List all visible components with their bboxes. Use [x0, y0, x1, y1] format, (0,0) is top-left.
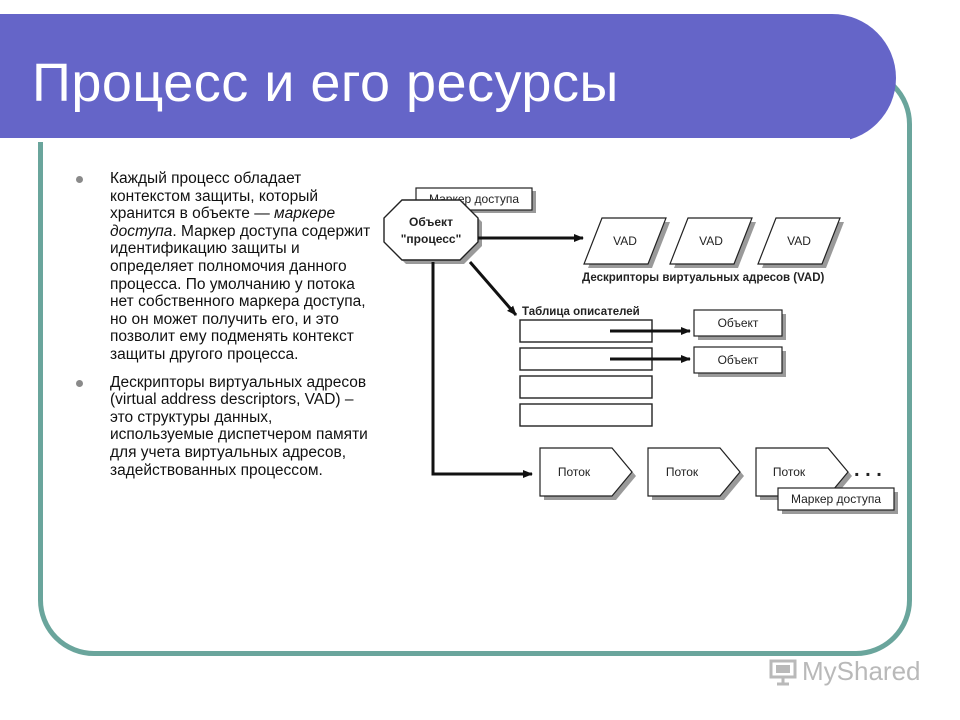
- thread-box: [647, 447, 741, 497]
- access-token-thread-box: [777, 487, 895, 511]
- bullet-dot-icon: [76, 176, 83, 183]
- bullet-text: Дескрипторы виртуальных адресов (virtual…: [110, 373, 368, 479]
- slide-title: Процесс и его ресурсы: [32, 53, 619, 113]
- thread-box: [755, 447, 849, 497]
- watermark: MyShared: [768, 656, 921, 687]
- vad-label: VAD: [699, 234, 723, 248]
- object-label: Объект: [718, 353, 759, 367]
- vad-box: [583, 217, 667, 265]
- bullet-list: Каждый процесс обладает контекстом защит…: [76, 170, 376, 489]
- arrow-to-threads: [431, 262, 533, 478]
- bullet-text-part: . Маркер доступа содержит идентификацию …: [110, 222, 371, 363]
- bullet-emphasis: маркере доступа: [110, 205, 336, 240]
- handle-table: [519, 319, 653, 427]
- watermark-text: MyShared: [802, 656, 921, 686]
- vad-box: [757, 217, 841, 265]
- vad-box: [669, 217, 753, 265]
- thread-label: Поток: [773, 465, 806, 479]
- process-object-label-line2: "процесс": [401, 232, 462, 246]
- process-object-label-line1: Объект: [409, 215, 453, 229]
- vad-label: VAD: [613, 234, 637, 248]
- vad-caption: Дескрипторы виртуальных адресов (VAD): [582, 272, 825, 284]
- handle-table-row: [519, 375, 653, 399]
- object-box: [693, 309, 783, 337]
- process-object-box: [383, 199, 479, 261]
- arrow-to-handle-table: [468, 261, 518, 316]
- process-resources-diagram: Маркер доступа Объект "процесс" VAD VAD …: [383, 187, 898, 514]
- thread-label: Поток: [558, 465, 591, 479]
- object-box: [693, 346, 783, 374]
- thread-box: [539, 447, 633, 497]
- bullet-item: Каждый процесс обладает контекстом защит…: [76, 170, 376, 364]
- bullet-text-part: Каждый процесс обладает контекстом защит…: [110, 170, 319, 223]
- object-label: Объект: [718, 316, 759, 330]
- vad-list: VAD VAD VAD: [583, 217, 844, 268]
- title-bar: Процесс и его ресурсы: [0, 14, 896, 142]
- thread-list: Поток Поток Поток: [539, 447, 852, 500]
- access-token-thread-label: Маркер доступа: [791, 492, 881, 506]
- threads-ellipsis: . . .: [854, 459, 882, 481]
- thread-label: Поток: [666, 465, 699, 479]
- handle-table-row: [519, 403, 653, 427]
- bullet-dot-icon: [76, 379, 83, 387]
- bullet-item: Дескрипторы виртуальных адресов (virtual…: [76, 374, 376, 480]
- title-underline: [0, 138, 850, 142]
- presentation-icon: [769, 659, 797, 685]
- vad-label: VAD: [787, 234, 811, 248]
- handle-table-caption: Таблица описателей: [522, 306, 640, 318]
